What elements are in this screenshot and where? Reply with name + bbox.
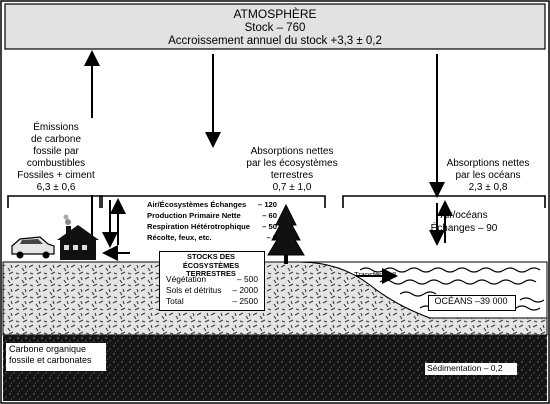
flux-row: Récolte, feux, etc. – 9: [147, 233, 277, 243]
flux-value: – 9: [266, 233, 277, 242]
ocean-absorption-line-1: Absorptions nettes: [446, 158, 530, 169]
fossil-line-1: Carbone organique: [9, 344, 87, 354]
atmosphere-title: ATMOSPHÈRE: [233, 7, 317, 21]
stock-value: – 500: [237, 274, 258, 284]
stock-label: Sols et détritus: [166, 285, 222, 295]
car-icon: [11, 236, 55, 259]
flux-label: Air/Écosystèmes Échanges: [147, 200, 247, 209]
flux-label: Respiration Hétérotrophique: [147, 222, 250, 231]
emissions-line-4: combustibles: [26, 158, 86, 169]
emissions-line-2: de carbone: [30, 134, 82, 145]
atmosphere-box: [4, 3, 546, 50]
emissions-line-1: Émissions: [33, 122, 79, 133]
emissions-line-3: fossile par: [33, 146, 79, 157]
flux-value: – 50: [262, 222, 277, 231]
sedimentation-box: [425, 363, 517, 375]
stock-value: – 2500: [232, 296, 258, 306]
atmosphere-stock: Stock – 760: [244, 22, 306, 34]
sedimentation-label: Sédimentation – 0,2: [427, 363, 503, 373]
terrestrial-absorption-value: 0,7 ± 1,0: [272, 182, 312, 193]
flux-value: – 60: [262, 211, 277, 220]
stock-row: Total – 2500: [166, 296, 258, 306]
stock-value: – 2000: [232, 285, 258, 295]
terrestrial-absorption-line-3: terrestres: [270, 170, 314, 181]
house-icon: [57, 214, 99, 260]
brackets: [7, 195, 546, 208]
air-ocean-line-2: Échanges – 90: [430, 223, 498, 234]
flux-row: Air/Écosystèmes Échanges – 120: [147, 200, 277, 210]
flux-label: Récolte, feux, etc.: [147, 233, 212, 242]
terrestrial-absorption-line-2: par les écosystèmes: [246, 158, 338, 169]
terrestrial-stocks-title-2: ÉCOSYSTÈMES TERRESTRES: [182, 261, 240, 279]
stock-label: Total: [166, 296, 184, 306]
emissions-value: 6,3 ± 0,6: [36, 182, 76, 193]
terrestrial-stocks-box: [159, 251, 265, 311]
fossil-line-2: fossile et carbonates: [9, 355, 92, 365]
stock-label: Végétation: [166, 274, 207, 284]
terrestrial-stocks-title-1: STOCKS DES: [187, 252, 235, 261]
terrestrial-absorption-line-1: Absorptions nettes: [250, 146, 334, 157]
stock-row: Végétation – 500: [166, 274, 258, 284]
flux-label: Production Primaire Nette: [147, 211, 241, 220]
atmosphere-growth: Accroissement annuel du stock +3,3 ± 0,2: [168, 35, 382, 47]
transfer-label: Transfert 0,8: [354, 270, 397, 279]
air-ocean-line-1: Air/océans: [440, 210, 488, 221]
oceans-box: [428, 295, 516, 311]
ocean-absorption-line-2: par les océans: [455, 170, 521, 181]
flux-row: Respiration Hétérotrophique – 50: [147, 222, 277, 232]
oceans-label: OCÉANS –39 000: [434, 296, 508, 306]
fossil-box: [6, 343, 106, 371]
stock-row: Sols et détritus – 2000: [166, 285, 258, 295]
flux-row: Production Primaire Nette – 60: [147, 211, 277, 221]
emissions-line-5: Fossiles + ciment: [17, 170, 95, 181]
flux-value: – 120: [257, 200, 277, 209]
tree-icon: [267, 203, 305, 264]
ocean-absorption-value: 2,3 ± 0,8: [468, 182, 508, 193]
